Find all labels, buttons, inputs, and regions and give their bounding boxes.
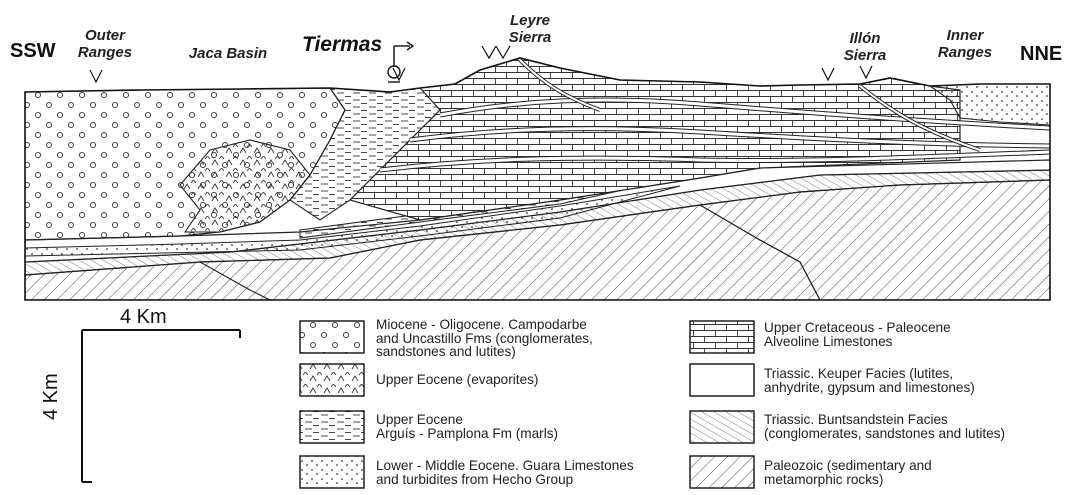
scale-vertical-label: 4 Km [40, 373, 63, 420]
legend-item-keuper: Triassic. Keuper Facies (lutites,anhydri… [764, 367, 1075, 394]
legend-item-evaporites: Upper Eocene (evaporites) [376, 373, 726, 387]
orientation-left-label: SSW [10, 40, 56, 63]
legend-swatch-carets [300, 364, 364, 396]
legend-swatch-circles [300, 321, 364, 353]
region-label-jaca-basin: Jaca Basin [178, 45, 278, 62]
legend-swatch-dots [300, 456, 364, 488]
orientation-right-label: NNE [1020, 43, 1062, 66]
scale-bar [82, 330, 240, 482]
legend-item-buntsandstein: Triassic. Buntsandstein Facies(conglomer… [764, 413, 1075, 440]
cross-section-body [25, 50, 1050, 300]
scale-horizontal-label: 4 Km [120, 306, 167, 329]
tiermas-label: Tiermas [302, 33, 382, 57]
legend-swatch-dashes [300, 411, 364, 443]
